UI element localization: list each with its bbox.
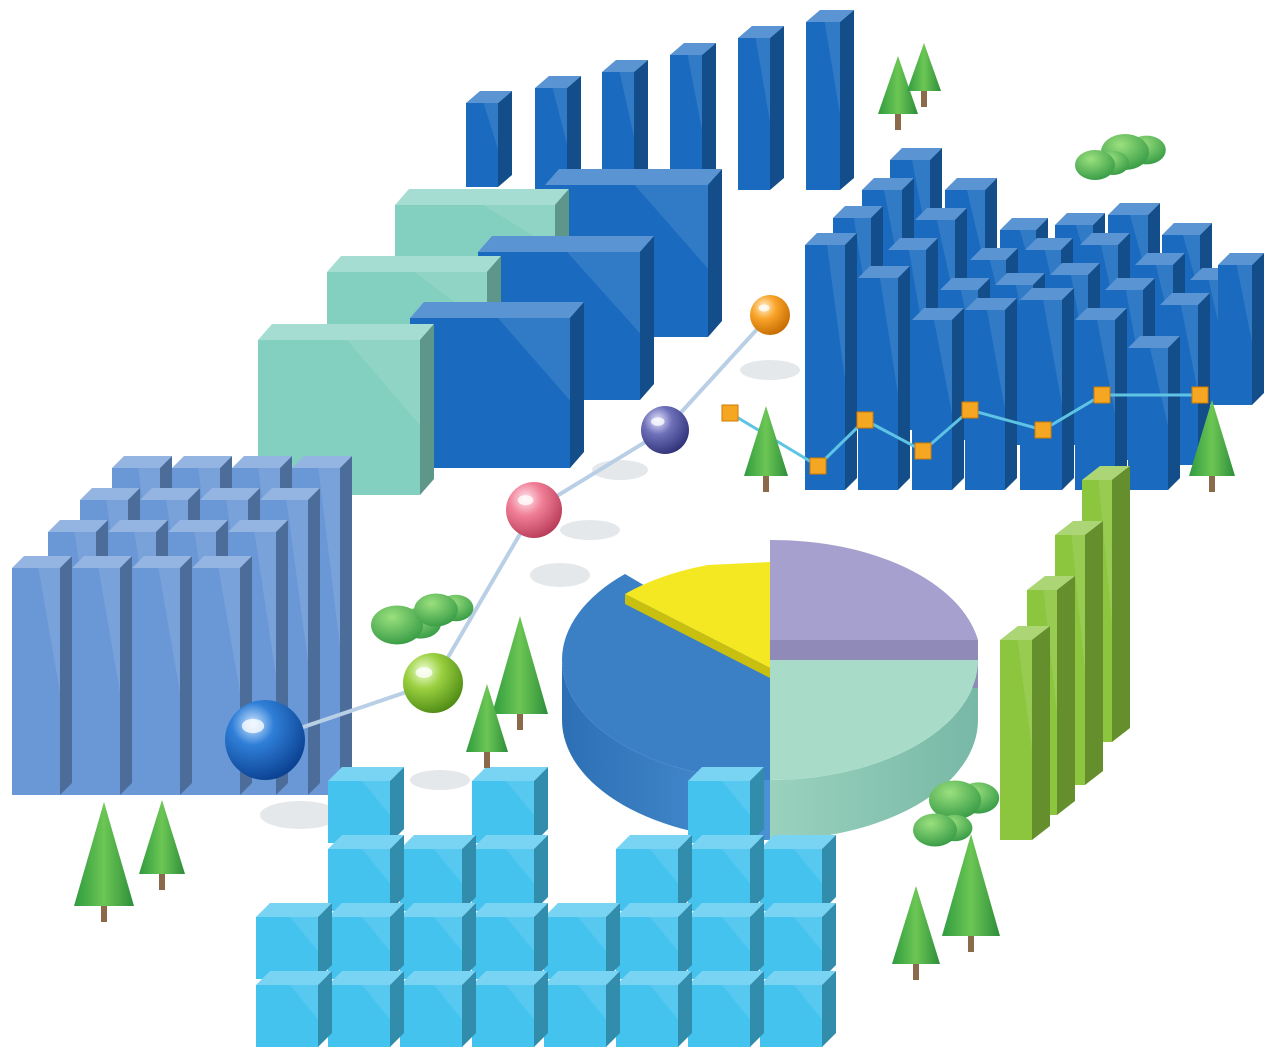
tree-icon [907,43,941,107]
tree-icon [878,56,918,130]
cube-icon [328,767,404,843]
ground-shadow [410,770,470,790]
line-marker [856,411,874,429]
bush-icon [1075,150,1129,180]
cube-icon [544,903,620,979]
cube-icon [616,971,692,1047]
cube-icon [328,835,404,911]
pie-chart-icon [562,539,978,840]
pie-slice-blue [562,574,770,780]
cube-icon [688,767,764,843]
cube-icon [544,971,620,1047]
cube-icon [688,971,764,1047]
cube-icon [760,971,836,1047]
cube-icon [328,971,404,1047]
pie-slice-lavender [770,539,978,640]
dense-bar [858,266,910,490]
tree-icon [744,406,788,492]
dense-bar [1020,288,1074,490]
line-marker [1093,386,1111,404]
cube-icon [472,767,548,843]
line-segment [663,313,772,432]
ground-shadow [530,563,590,587]
pie-slice-yellow-edge [625,594,770,678]
line-marker [1191,386,1209,404]
green-bar-group [1000,466,1130,840]
dense-bar [965,298,1017,490]
ground-shadow [740,360,800,380]
line-marker [1034,421,1052,439]
tree-icon [1189,400,1235,492]
back-bar [806,10,854,190]
sphere-highlight [758,304,770,312]
tree-icon [892,886,940,980]
ground-shadows [260,360,800,829]
tree-icon [466,684,508,768]
dense-bar [1128,336,1180,490]
cube-icon [400,903,476,979]
back-bar-group [258,10,854,495]
cube-icon [256,971,332,1047]
left-bar [12,556,72,795]
back-bar [670,43,716,191]
pie-slice-yellow [625,562,770,668]
sphere-icon [403,653,463,713]
cube-icon [328,903,404,979]
dense-bar [912,308,964,490]
dense-bar-grid [805,148,1264,490]
cube-icon [616,903,692,979]
trees-and-bushes [74,43,1235,980]
cube-icon [688,903,764,979]
bush-icon [913,813,973,847]
green-bar [1000,626,1050,840]
cube-icon [400,835,476,911]
cube-icon [400,971,476,1047]
dense-bar [1075,308,1127,490]
large-blue-block [410,302,584,468]
ground-shadow [260,801,340,829]
pie-side-mint [770,660,978,840]
sphere-icon [506,482,562,538]
line-graphs [225,295,1209,780]
cube-icon [472,835,548,911]
cube-stack [256,767,836,1047]
sphere-highlight [415,667,433,678]
cube-icon [472,903,548,979]
cube-icon [616,835,692,911]
sphere-highlight [241,718,265,734]
tree-icon [942,834,1000,952]
cube-icon [760,835,836,911]
line-marker [914,442,932,460]
line-segment [431,508,536,685]
sphere-highlight [651,417,665,426]
bush-icon [414,593,474,627]
dense-bar [805,233,857,490]
left-bar [132,556,192,795]
line-marker [809,457,827,475]
tree-icon [492,616,548,730]
back-bar [738,26,784,190]
left-bar [72,556,132,795]
cube-icon [472,971,548,1047]
line-marker [721,404,739,422]
sphere-icon [641,406,689,454]
cube-icon [688,835,764,911]
cube-icon [256,903,332,979]
cube-icon [760,903,836,979]
sphere-icon [225,700,305,780]
bush-icon [929,780,1000,820]
sphere-highlight [517,495,534,506]
dense-bar [1218,253,1264,405]
line-marker [961,401,979,419]
tree-icon [139,800,185,890]
pie-slice-mint [770,660,978,780]
sphere-icon [750,295,790,335]
back-bar [466,91,512,187]
ground-shadow [560,520,620,540]
tree-icon [74,802,134,922]
